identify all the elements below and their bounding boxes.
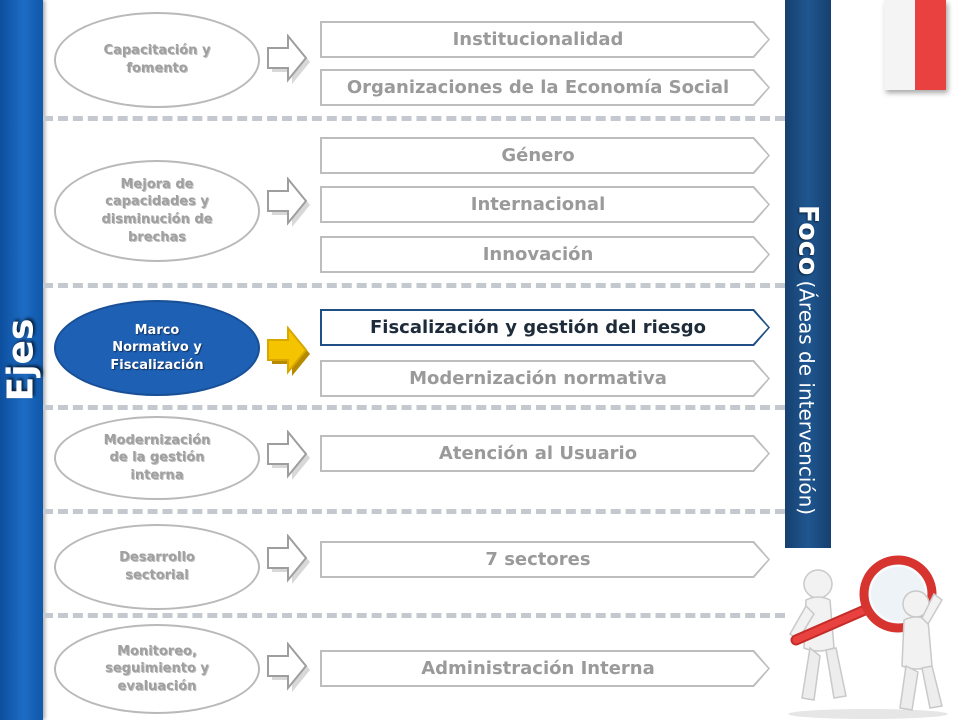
foco-modernizacion-normativa[interactable]: Modernización normativa xyxy=(320,360,770,397)
foco-7-sectores[interactable]: 7 sectores xyxy=(320,541,770,578)
foco-subtitle: (Áreas de intervención) xyxy=(794,280,819,516)
section-divider xyxy=(43,283,785,288)
foco-title: Foco xyxy=(792,204,824,276)
arrow-right-icon xyxy=(267,430,310,480)
foco-administracion-interna[interactable]: Administración Interna xyxy=(320,650,770,687)
chile-flag-icon xyxy=(884,0,946,90)
foco-atencion-usuario[interactable]: Atención al Usuario xyxy=(320,435,770,472)
foco-heading: Foco (Áreas de intervención) xyxy=(793,205,824,515)
foco-fiscalizacion-riesgo[interactable]: Fiscalización y gestión del riesgo xyxy=(320,309,770,346)
section-divider xyxy=(43,613,785,618)
section-divider xyxy=(43,405,785,410)
arrow-right-icon xyxy=(267,34,310,84)
arrow-right-icon xyxy=(267,642,310,692)
arrow-right-icon xyxy=(267,534,310,584)
foco-innovacion[interactable]: Innovación xyxy=(320,236,770,273)
foco-organizaciones-economia-social[interactable]: Organizaciones de la Economía Social xyxy=(320,69,770,106)
magnifier-illustration xyxy=(788,555,948,719)
foco-bar xyxy=(785,0,831,548)
ejes-label: Ejes xyxy=(0,318,42,402)
foco-genero[interactable]: Género xyxy=(320,137,770,174)
foco-internacional[interactable]: Internacional xyxy=(320,186,770,223)
section-divider xyxy=(43,509,785,514)
section-divider xyxy=(43,116,785,121)
ejes-bar xyxy=(0,0,43,720)
foco-institucionalidad[interactable]: Institucionalidad xyxy=(320,21,770,58)
active-arrow-right-icon xyxy=(267,326,310,376)
arrow-right-icon xyxy=(267,177,310,227)
